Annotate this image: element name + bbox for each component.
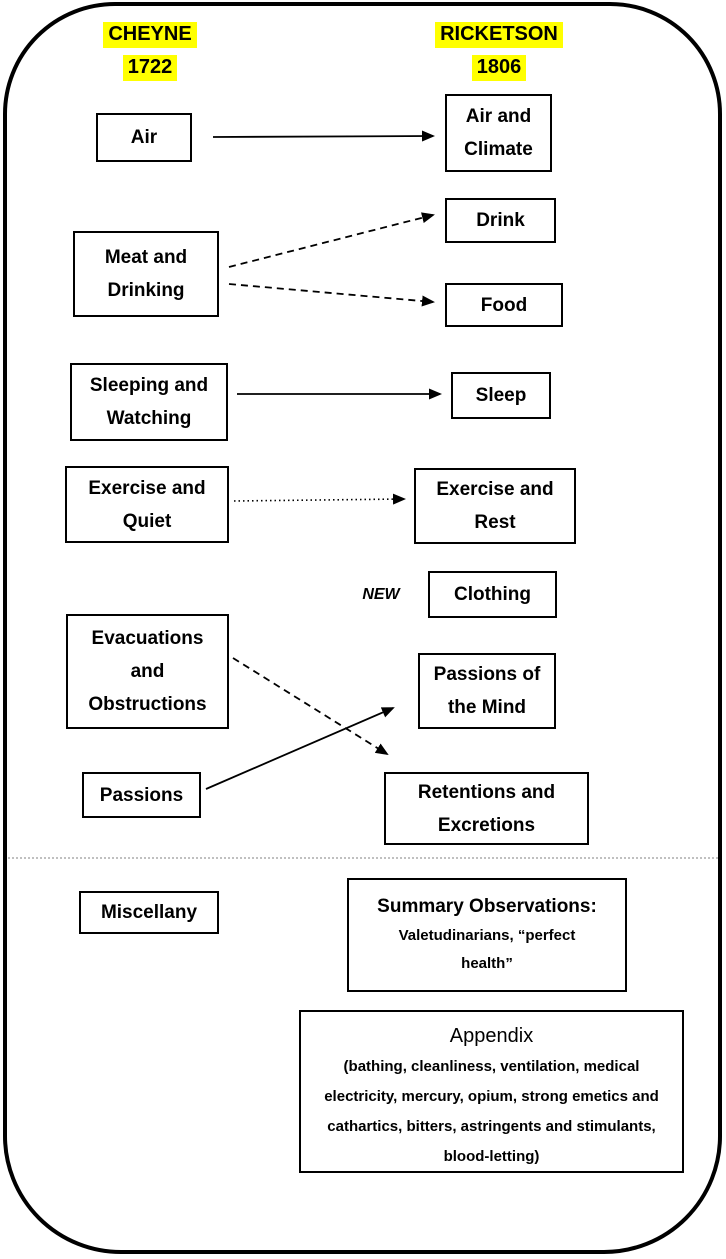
summary-title: Summary Observations:	[377, 896, 597, 917]
box-passions: Passions	[82, 772, 201, 818]
box-air: Air	[96, 113, 192, 162]
summary-subtitle: Valetudinarians, “perfect health”	[398, 927, 576, 972]
box-food: Food	[445, 283, 563, 327]
box-label: Passions	[99, 784, 184, 806]
box-summary-observations: Summary Observations: Valetudinarians, “…	[347, 878, 627, 992]
arrow-evacuations-to-retentions	[232, 657, 389, 756]
box-appendix: Appendix (bathing, cleanliness, ventilat…	[299, 1010, 684, 1173]
box-clothing: Clothing	[428, 571, 557, 618]
column-header-cheyne: CHEYNE 1722	[60, 22, 240, 81]
arrow-passions-to-passions-mind	[205, 707, 395, 790]
box-label: Food	[480, 294, 528, 316]
box-label: Drink	[476, 210, 525, 231]
box-label: Sleep	[475, 385, 527, 406]
box-sleep: Sleep	[451, 372, 551, 419]
column-header-ricketson: RICKETSON 1806	[409, 22, 589, 81]
box-label: Clothing	[453, 584, 532, 605]
header-year-highlight: 1806	[471, 55, 527, 81]
box-meat-and-drinking: Meat and Drinking	[73, 231, 219, 317]
arrow-meat-to-drink	[228, 212, 435, 268]
box-passions-of-the-mind: Passions of the Mind	[418, 653, 556, 729]
arrow-exercise-quiet-to-exercise-rest	[233, 493, 406, 505]
arrow-air-to-air-climate	[212, 130, 435, 142]
box-miscellany: Miscellany	[79, 891, 219, 934]
box-label: Evacuations and Obstructions	[88, 628, 207, 715]
box-label: Meat and Drinking	[104, 247, 188, 301]
box-label: Exercise and Rest	[436, 479, 554, 533]
box-sleeping-and-watching: Sleeping and Watching	[70, 363, 228, 441]
box-air-and-climate: Air and Climate	[445, 94, 552, 172]
header-year-highlight: 1722	[122, 55, 178, 81]
arrow-meat-to-food	[228, 283, 435, 307]
box-label: Air	[130, 127, 158, 148]
box-drink: Drink	[445, 198, 556, 243]
box-label: Miscellany	[100, 902, 198, 923]
box-label: Retentions and Excretions	[417, 781, 556, 836]
box-label: Air and Climate	[464, 106, 533, 160]
box-label: Exercise and Quiet	[88, 477, 206, 532]
box-exercise-and-rest: Exercise and Rest	[414, 468, 576, 544]
box-retentions-and-excretions: Retentions and Excretions	[384, 772, 589, 845]
header-name-highlight: RICKETSON	[435, 22, 563, 48]
box-exercise-and-quiet: Exercise and Quiet	[65, 466, 229, 543]
header-name-highlight: CHEYNE	[103, 22, 197, 48]
box-evacuations-and-obstructions: Evacuations and Obstructions	[66, 614, 229, 729]
appendix-title: Appendix	[449, 1025, 534, 1047]
appendix-body: (bathing, cleanliness, ventilation, medi…	[324, 1058, 659, 1165]
box-label: Sleeping and Watching	[89, 375, 209, 429]
new-annotation: NEW	[362, 586, 400, 603]
box-label: Passions of the Mind	[433, 664, 541, 718]
